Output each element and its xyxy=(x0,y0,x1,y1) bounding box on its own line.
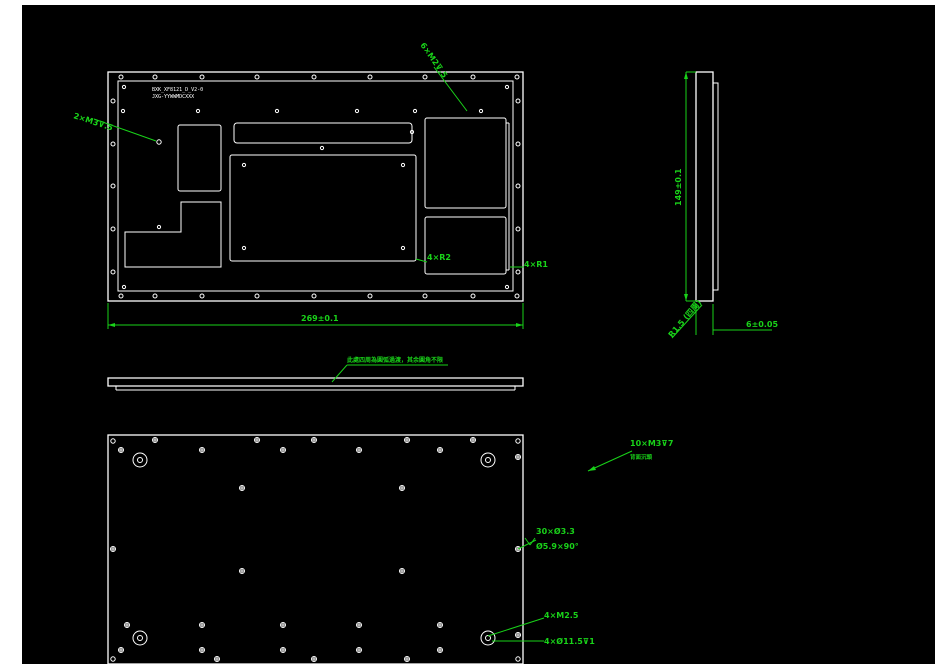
m2-callout: 6×M2⊽.5 xyxy=(418,41,449,80)
part-number-line1: BXK_XF8121_D_V2-0 xyxy=(152,87,203,93)
pocket-top-slot xyxy=(233,122,413,144)
top-view-outline xyxy=(107,71,524,302)
screw10-note: 背面沉頭 xyxy=(630,453,653,461)
bottom-perimeter-holes xyxy=(110,437,521,662)
pocket-right-upper xyxy=(424,117,507,209)
r1-callout: 4×R1 xyxy=(524,260,548,269)
m25-leader xyxy=(487,617,545,637)
bottom-view-callouts: 10×M3⊽7 背面沉頭 30×Ø3.3 Ø5.9×90° 4×M2.5 4×Ø… xyxy=(487,439,673,646)
section-note-leader xyxy=(331,364,348,383)
pocket-left-upper xyxy=(177,124,222,192)
part-number-line2: JXG-YYWWMDCXXX xyxy=(152,94,194,100)
side-view: 149±0.1 R1.5 (四周) 6±0.05 xyxy=(667,71,778,339)
r2-callout: 4×R2 xyxy=(427,253,451,262)
radius-callout: R1.5 (四周) xyxy=(667,298,704,339)
radius-leader xyxy=(671,304,703,339)
inner-holes xyxy=(120,108,484,251)
m2-leader xyxy=(433,66,468,112)
pocket-center xyxy=(229,154,417,262)
top-view-dimensions: 269±0.1 2×M3⊽.5 6×M2⊽.5 4×R2 4×R1 xyxy=(72,41,548,329)
top-view-inner-outline xyxy=(117,80,514,292)
cad-drawing: BXK_XF8121_D_V2-0 JXG-YYWWMDCXXX 269±0.1… xyxy=(72,41,778,664)
r2-leader xyxy=(415,258,428,263)
m25-callout: 4×M2.5 xyxy=(544,611,579,620)
cbore-callout: 4×Ø11.5⊽1 xyxy=(544,636,595,646)
m3-leader xyxy=(93,118,157,142)
height-dimension-label: 149±0.1 xyxy=(674,168,683,206)
pocket-right-lower xyxy=(424,216,507,275)
top-view: BXK_XF8121_D_V2-0 JXG-YYWWMDCXXX xyxy=(107,71,524,302)
section-note: 此處四周為圓弧過渡，其余圓角不限 xyxy=(347,356,443,364)
perimeter-holes xyxy=(110,74,521,299)
screw10-leader xyxy=(587,450,633,472)
bottom-counterbores xyxy=(132,452,496,646)
holes30-callout: 30×Ø3.3 xyxy=(536,526,575,536)
bottom-view xyxy=(107,434,524,664)
section-view: 此處四周為圓弧過渡，其余圓角不限 xyxy=(107,356,524,391)
side-view-step xyxy=(712,82,719,291)
bottom-inner-holes xyxy=(239,485,405,574)
thickness-callout: 6±0.05 xyxy=(746,320,778,329)
width-dimension-label: 269±0.1 xyxy=(301,314,339,323)
pocket-left-lower xyxy=(124,201,222,268)
section-outline xyxy=(107,377,524,387)
side-view-body xyxy=(695,71,714,302)
cad-drawing-canvas: BXK_XF8121_D_V2-0 JXG-YYWWMDCXXX 269±0.1… xyxy=(22,5,935,664)
holes30-countersink: Ø5.9×90° xyxy=(536,541,579,551)
bottom-view-outline xyxy=(107,434,524,664)
screw10-callout: 10×M3⊽7 xyxy=(630,439,673,448)
